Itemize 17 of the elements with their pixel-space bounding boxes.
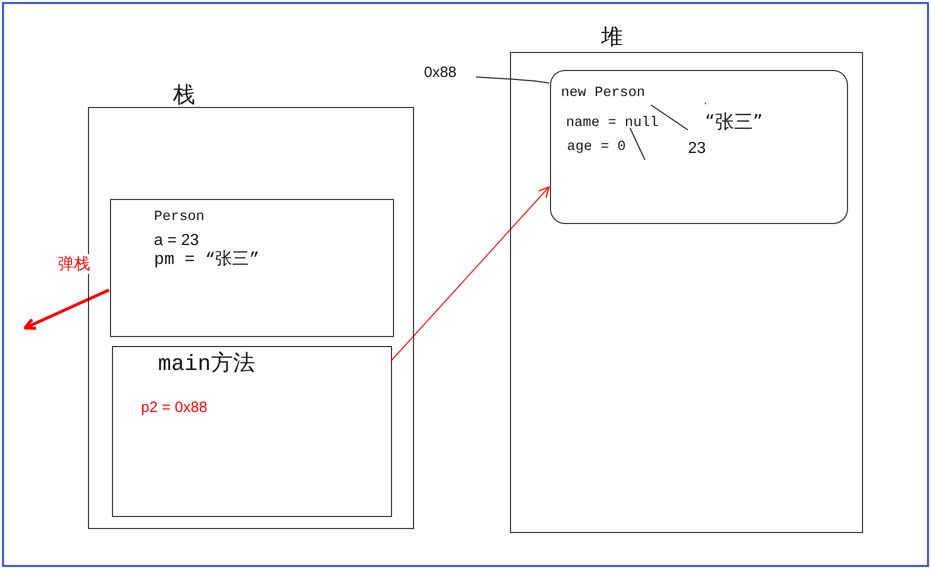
code-text: pm = “张三” <box>154 250 260 271</box>
code-text: Person <box>154 208 204 226</box>
address-text: 0x88 <box>424 63 457 82</box>
heading: 堆 <box>601 25 623 51</box>
code-text: p2 = 0x88 <box>141 398 208 417</box>
value-text: “张三” <box>705 111 763 134</box>
code-text: age = 0 <box>567 138 626 156</box>
code-text: new Person <box>561 84 646 102</box>
code-text: name = null <box>566 114 658 132</box>
code-text: a = 23 <box>154 231 199 251</box>
value-text: 23 <box>688 139 706 159</box>
heading: main方法 <box>158 352 255 378</box>
method-frame <box>110 199 394 337</box>
heading: 栈 <box>173 83 195 109</box>
edge-label: 弹栈 <box>58 254 90 274</box>
method-frame <box>112 346 392 517</box>
object-box <box>550 70 848 224</box>
